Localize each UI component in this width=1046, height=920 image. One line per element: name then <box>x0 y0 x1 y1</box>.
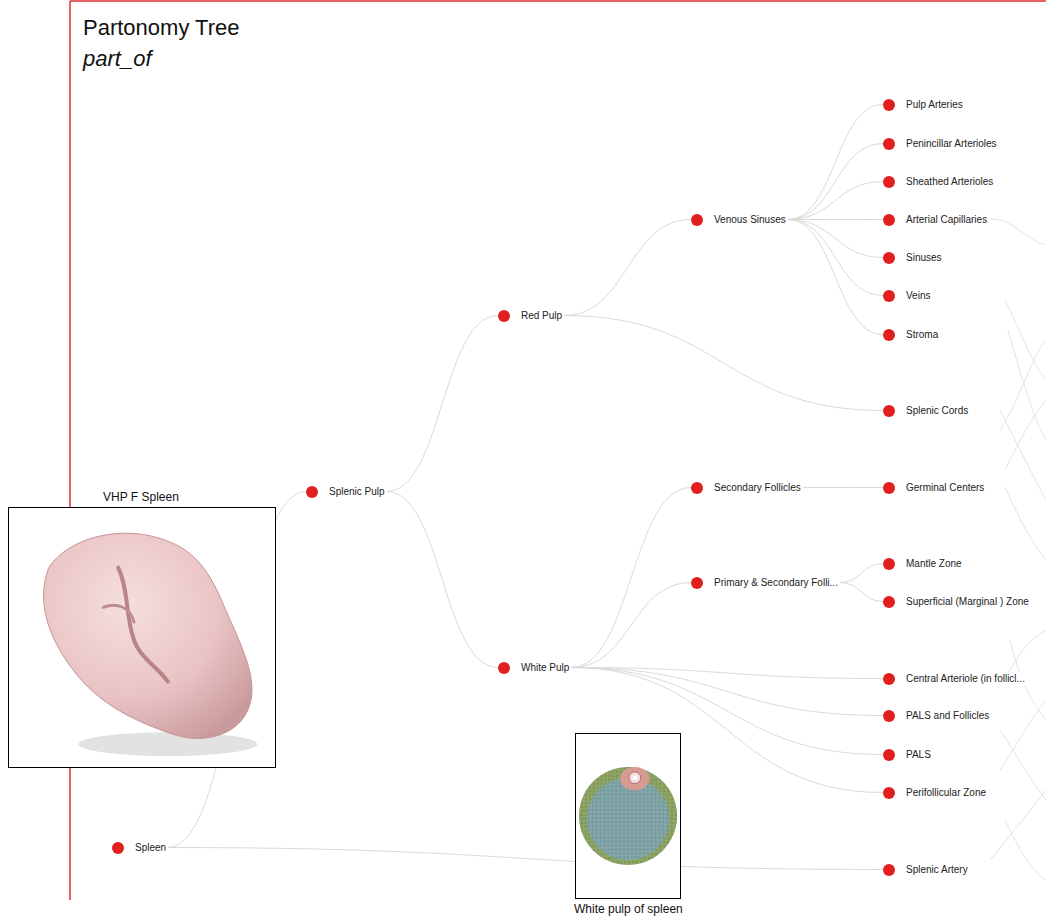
node-label: Splenic Artery <box>904 863 970 876</box>
node-dot <box>306 486 318 498</box>
tree-node: Superficial (Marginal ) Zone <box>883 595 1031 608</box>
node-dot <box>691 482 703 494</box>
node-label: Superficial (Marginal ) Zone <box>904 595 1031 608</box>
tree-link <box>788 144 883 220</box>
tree-link <box>571 488 691 668</box>
tree-node: Splenic Pulp <box>306 485 387 498</box>
node-dot <box>112 842 124 854</box>
tree-node: Central Arteriole (in follicl... <box>883 672 1027 685</box>
tree-node: Splenic Artery <box>883 863 970 876</box>
node-label: White Pulp <box>519 661 571 674</box>
tree-node: Secondary Follicles <box>691 481 803 494</box>
node-dot <box>883 99 895 111</box>
node-dot <box>883 787 895 799</box>
node-label: Penincillar Arterioles <box>904 137 999 150</box>
node-label: Arterial Capillaries <box>904 213 989 226</box>
node-label: Splenic Pulp <box>327 485 387 498</box>
node-dot <box>691 214 703 226</box>
relation-subtitle: part_of <box>83 46 152 72</box>
tree-node: Spleen <box>112 841 168 854</box>
tree-link <box>788 219 883 220</box>
node-dot <box>883 558 895 570</box>
node-label: Spleen <box>133 841 168 854</box>
node-label: Red Pulp <box>519 309 564 322</box>
node-label: PALS <box>904 748 933 761</box>
node-label: Central Arteriole (in follicl... <box>904 672 1027 685</box>
node-dot <box>883 176 895 188</box>
tree-link <box>803 487 883 488</box>
tree-node: Pulp Arteries <box>883 98 965 111</box>
node-dot <box>883 138 895 150</box>
tree-link <box>387 316 498 492</box>
tree-node: Veins <box>883 289 932 302</box>
node-label: Germinal Centers <box>904 481 986 494</box>
node-dot <box>498 310 510 322</box>
tree-node: Sheathed Arterioles <box>883 175 995 188</box>
frame-line <box>70 0 1046 2</box>
tree-link <box>571 583 691 668</box>
tree-link <box>788 182 883 220</box>
node-label: Sheathed Arterioles <box>904 175 995 188</box>
node-label: Sinuses <box>904 251 944 264</box>
tree-node: Stroma <box>883 328 940 341</box>
tree-node: Germinal Centers <box>883 481 986 494</box>
node-label: Pulp Arteries <box>904 98 965 111</box>
tree-node: Arterial Capillaries <box>883 213 989 226</box>
tree-link <box>840 564 883 583</box>
tree-link <box>387 492 498 668</box>
node-dot <box>883 214 895 226</box>
node-dot <box>883 749 895 761</box>
diagram-title: Partonomy Tree <box>83 15 240 41</box>
tree-link <box>564 316 883 411</box>
tree-link <box>840 583 883 602</box>
tree-node: Sinuses <box>883 251 944 264</box>
node-label: Stroma <box>904 328 940 341</box>
tree-link <box>788 220 883 258</box>
node-dot <box>883 405 895 417</box>
node-dot <box>498 662 510 674</box>
tree-node: Red Pulp <box>498 309 564 322</box>
spleen-illustration <box>8 507 276 768</box>
node-label: Primary & Secondary Folli... <box>712 576 840 589</box>
tree-node: Splenic Cords <box>883 404 970 417</box>
tree-link <box>788 105 883 220</box>
tree-node: Penincillar Arterioles <box>883 137 999 150</box>
offscreen-links <box>990 219 1046 880</box>
node-dot <box>883 482 895 494</box>
node-label: Veins <box>904 289 932 302</box>
node-label: PALS and Follicles <box>904 709 991 722</box>
tree-node: PALS and Follicles <box>883 709 991 722</box>
tree-link <box>788 220 883 296</box>
node-dot <box>883 596 895 608</box>
image-caption: VHP F Spleen <box>103 490 179 504</box>
node-label: Mantle Zone <box>904 557 964 570</box>
node-label: Perifollicular Zone <box>904 786 988 799</box>
node-label: Venous Sinuses <box>712 213 788 226</box>
image-caption: White pulp of spleen <box>574 902 683 916</box>
tree-link <box>168 848 883 870</box>
tree-node: Primary & Secondary Folli... <box>691 576 840 589</box>
node-dot <box>691 577 703 589</box>
white-pulp-illustration <box>575 733 681 899</box>
node-label: Secondary Follicles <box>712 481 803 494</box>
node-dot <box>883 673 895 685</box>
tree-link <box>571 668 883 716</box>
node-label: Splenic Cords <box>904 404 970 417</box>
tree-link <box>788 220 883 335</box>
tree-node: Perifollicular Zone <box>883 786 988 799</box>
node-dot <box>883 864 895 876</box>
tree-node: White Pulp <box>498 661 571 674</box>
node-dot <box>883 329 895 341</box>
node-dot <box>883 290 895 302</box>
node-dot <box>883 710 895 722</box>
tree-node: PALS <box>883 748 933 761</box>
tree-node: Mantle Zone <box>883 557 964 570</box>
node-dot <box>883 252 895 264</box>
tree-node: Venous Sinuses <box>691 213 788 226</box>
tree-link <box>564 220 691 316</box>
